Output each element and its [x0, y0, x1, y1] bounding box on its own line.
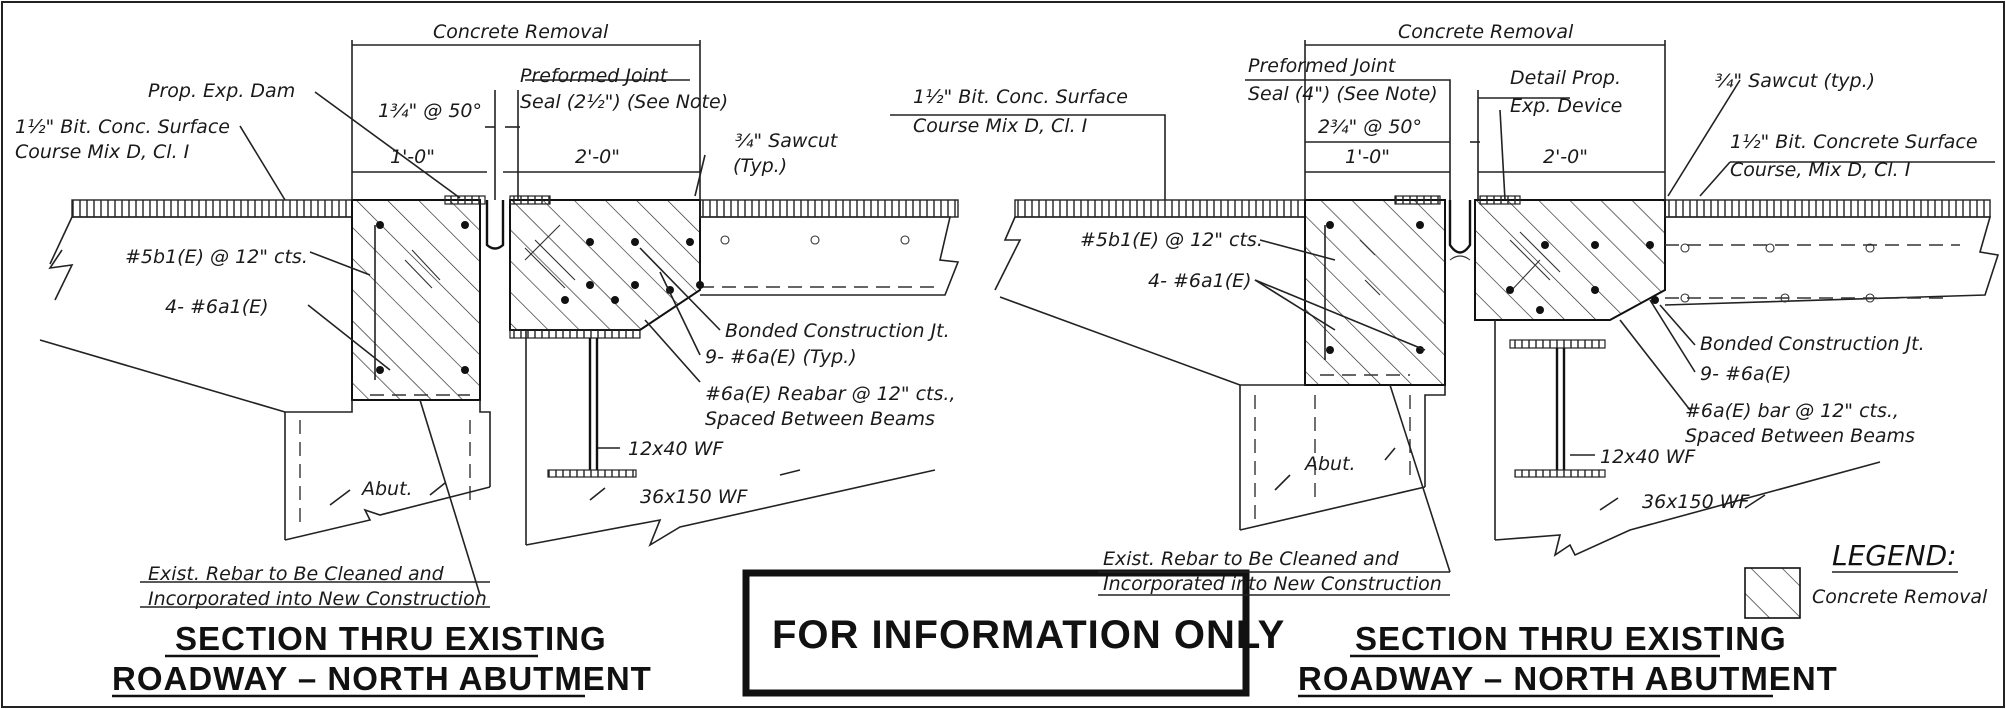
right-6a1-bar-label: 4- #6a1(E) [1148, 270, 1252, 292]
right-5b1-bar-label: #5b1(E) @ 12" cts. [1080, 229, 1263, 251]
right-exp-device-label: Exp. Device [1510, 95, 1622, 117]
right-removal-abutment [1304, 199, 1446, 386]
left-2ft-dimension: 2'-0" [575, 146, 620, 168]
left-bit-surface-label: 1½" Bit. Conc. Surface [15, 116, 230, 138]
right-bit-surface-approach [1014, 199, 1306, 218]
left-abut-label: Abut. [360, 478, 413, 500]
left-5b1-bar-label: #5b1(E) @ 12" cts. [125, 246, 308, 268]
left-title-line1: SECTION THRU EXISTING [175, 620, 607, 657]
legend-title: LEGEND: [1832, 539, 1957, 572]
right-removal-deck [1474, 199, 1666, 321]
right-bit-surface-mix-label: Course, Mix D, Cl. I [1730, 159, 1911, 181]
left-36x150-wf-label: 36x150 WF [640, 486, 749, 508]
right-joint-seal-label: Seal (4") (See Note) [1248, 83, 1438, 105]
left-joint-seal-label: Seal (2½") (See Note) [520, 91, 728, 113]
right-abut-label: Abut. [1303, 453, 1356, 475]
left-1ft-dimension: 1'-0" [390, 146, 435, 168]
right-preformed-joint-label: Preformed Joint [1248, 55, 1397, 77]
left-bonded-jt-label: Bonded Construction Jt. [725, 320, 950, 342]
left-spaced-beams-label: Spaced Between Beams [705, 408, 935, 430]
right-bit-surface-label: 1½" Bit. Concrete Surface [1730, 131, 1978, 153]
right-title-line2: ROADWAY – NORTH ABUTMENT [1298, 660, 1838, 697]
right-36x150-wf-label: 36x150 WF [1642, 491, 1751, 513]
left-bit-surface-deck [699, 199, 959, 218]
info-banner-box [742, 569, 1250, 697]
left-removal-deck [509, 199, 701, 331]
right-dimensions [1098, 40, 1995, 596]
right-6a-bar-label: #6a(E) bar @ 12" cts., [1685, 400, 1899, 422]
right-2ft-dimension: 2'-0" [1543, 146, 1588, 168]
right-incorporated-label: Incorporated into New Construction [1103, 573, 1442, 595]
right-bit-surface-deck [1664, 199, 1991, 218]
left-9-6a-label: 9- #6a(E) (Typ.) [705, 346, 857, 368]
left-bit-surface-approach [71, 199, 353, 218]
right-1ft-dimension: 1'-0" [1345, 146, 1390, 168]
left-incorporated-label: Incorporated into New Construction [148, 588, 487, 610]
right-concrete-removal-label: Concrete Removal [1398, 21, 1574, 43]
left-prop-exp-dam-label: Prop. Exp. Dam [148, 80, 295, 102]
right-spaced-beams-label: Spaced Between Beams [1685, 425, 1915, 447]
left-removal-abutment [351, 199, 481, 401]
left-sawcut-label: ¾" Sawcut [735, 130, 839, 152]
left-title-line2: ROADWAY – NORTH ABUTMENT [112, 660, 652, 697]
left-deck-surface-mix-label: Course Mix D, Cl. I [913, 115, 1088, 137]
info-banner-text: FOR INFORMATION ONLY [772, 613, 1285, 657]
right-9-6a-label: 9- #6a(E) [1700, 363, 1791, 385]
right-detail-prop-label: Detail Prop. [1510, 67, 1621, 89]
left-preformed-joint-label: Preformed Joint [520, 65, 669, 87]
right-gap-dimension: 2¾" @ 50° [1318, 116, 1422, 138]
right-12x40-wf-label: 12x40 WF [1600, 446, 1696, 468]
right-exist-rebar-label: Exist. Rebar to Be Cleaned and [1103, 548, 1400, 570]
left-exist-rebar-label: Exist. Rebar to Be Cleaned and [148, 563, 445, 585]
left-6a-rebar-label: #6a(E) Reabar @ 12" cts., [705, 383, 955, 405]
right-section-geometry [994, 195, 2000, 557]
right-title-line1: SECTION THRU EXISTING [1355, 620, 1787, 657]
right-rebar-dots [1326, 221, 1659, 354]
right-bonded-jt-label: Bonded Construction Jt. [1700, 333, 1925, 355]
left-gap-dimension: 1¾" @ 50° [378, 100, 482, 122]
legend-concrete-removal-label: Concrete Removal [1812, 586, 1988, 608]
left-concrete-removal-label: Concrete Removal [433, 21, 609, 43]
left-sawcut-typ-label: (Typ.) [733, 155, 787, 177]
left-6a1-bar-label: 4- #6a1(E) [165, 296, 269, 318]
right-sawcut-label: ¾" Sawcut (typ.) [1715, 70, 1875, 92]
left-section-geometry [39, 195, 960, 547]
legend-hatch-swatch [1744, 567, 1801, 619]
left-dimensions [140, 40, 1166, 608]
left-deck-surface-label: 1½" Bit. Conc. Surface [913, 86, 1128, 108]
left-12x40-wf-label: 12x40 WF [628, 438, 724, 460]
left-bit-surface-mix-label: Course Mix D, Cl. I [15, 141, 190, 163]
